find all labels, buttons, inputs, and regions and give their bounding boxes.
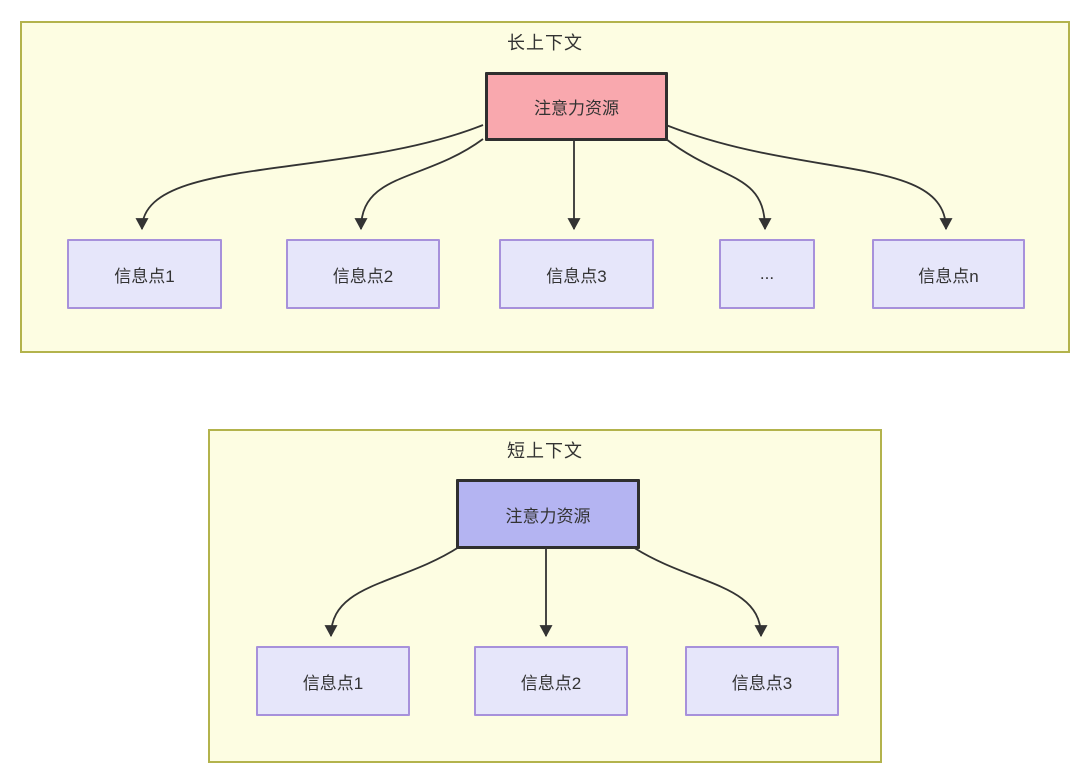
short-context-container: 短上下文 注意力资源 信息点1 信息点2 信息点3 bbox=[208, 429, 882, 763]
short-context-title: 短上下文 bbox=[507, 441, 583, 461]
info-point-label: 信息点2 bbox=[332, 266, 394, 286]
info-point-box-short-3: 信息点3 bbox=[685, 646, 839, 716]
info-point-label: 信息点2 bbox=[520, 673, 582, 693]
info-point-label: 信息点3 bbox=[731, 673, 793, 693]
long-context-title: 长上下文 bbox=[507, 33, 583, 53]
info-point-label: ... bbox=[759, 264, 775, 283]
attention-resource-box-short: 注意力资源 bbox=[456, 479, 640, 549]
info-point-label: 信息点3 bbox=[546, 266, 607, 286]
attention-resource-label: 注意力资源 bbox=[505, 506, 591, 526]
attention-resource-box-long: 注意力资源 bbox=[485, 72, 668, 141]
long-context-container: 长上下文 注意力资源 信息点1 信息点2 信息点3 ... 信息点n bbox=[20, 21, 1070, 353]
info-point-box-short-1: 信息点1 bbox=[256, 646, 410, 716]
info-point-box-long-2: 信息点2 bbox=[286, 239, 440, 309]
info-point-box-long-n: 信息点n bbox=[872, 239, 1025, 309]
info-point-box-long-3: 信息点3 bbox=[499, 239, 654, 309]
info-point-label: 信息点n bbox=[918, 266, 979, 286]
info-point-box-long-ellipsis: ... bbox=[719, 239, 815, 309]
info-point-box-long-1: 信息点1 bbox=[67, 239, 222, 309]
info-point-label: 信息点1 bbox=[302, 673, 364, 693]
attention-resource-label: 注意力资源 bbox=[534, 99, 619, 118]
info-point-label: 信息点1 bbox=[114, 266, 175, 286]
info-point-box-short-2: 信息点2 bbox=[474, 646, 628, 716]
